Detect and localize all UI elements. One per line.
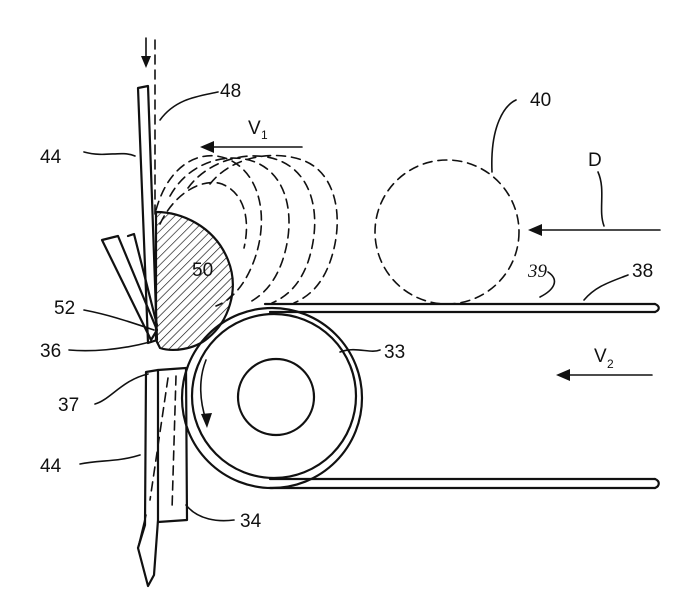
label-44-bottom: 44 bbox=[40, 456, 62, 477]
rotation-arrow bbox=[199, 359, 212, 428]
lower-plate-44 bbox=[136, 368, 160, 588]
label-52: 52 bbox=[54, 298, 75, 319]
label-d: D bbox=[588, 150, 602, 171]
label-v1: V bbox=[248, 118, 261, 139]
deforming-ball-outlines bbox=[155, 154, 338, 307]
label-36: 36 bbox=[40, 341, 61, 362]
roller-33 bbox=[180, 306, 364, 490]
v1-arrow bbox=[200, 141, 303, 153]
label-v2-subscript: 2 bbox=[607, 357, 614, 371]
leader-lines bbox=[68, 91, 629, 522]
v2-arrow bbox=[556, 369, 653, 381]
label-37: 37 bbox=[58, 395, 79, 416]
label-40: 40 bbox=[530, 90, 551, 111]
label-v1-subscript: 1 bbox=[261, 128, 268, 142]
label-48: 48 bbox=[220, 81, 241, 102]
label-v2: V bbox=[594, 346, 607, 367]
feed-arrow-top bbox=[141, 37, 151, 68]
label-33: 33 bbox=[384, 342, 405, 363]
hatched-ball-50 bbox=[154, 210, 234, 351]
label-44-top: 44 bbox=[40, 147, 62, 168]
label-34: 34 bbox=[240, 511, 262, 532]
ball-40 bbox=[374, 159, 520, 305]
fixed-plate-34 bbox=[156, 366, 189, 524]
d-arrow bbox=[528, 171, 661, 236]
label-39: 39 bbox=[527, 261, 548, 282]
label-38: 38 bbox=[632, 261, 653, 282]
label-50: 50 bbox=[192, 260, 213, 281]
